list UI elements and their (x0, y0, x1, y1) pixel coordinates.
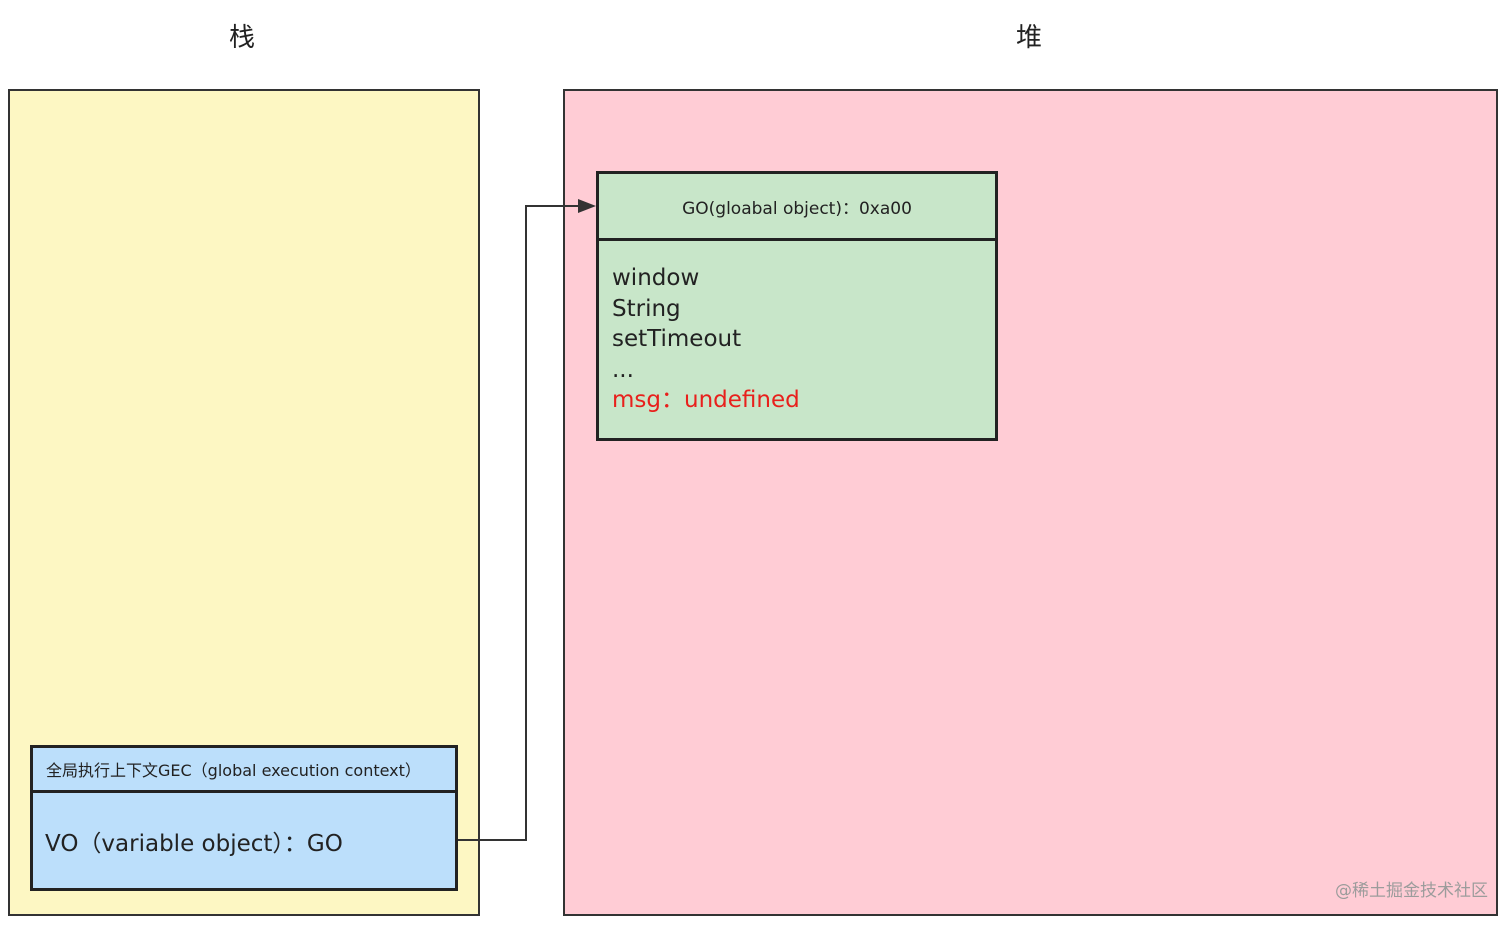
global-object-title: GO(gloabal object)：0xa00 (599, 174, 995, 241)
global-object-body: window String setTimeout ... msg：undefin… (599, 241, 995, 416)
global-object-item: String (612, 295, 681, 322)
heap-heading: 堆 (1016, 23, 1043, 53)
global-execution-context-title: 全局执行上下文GEC（global execution context） (33, 748, 455, 793)
global-object-item-msg: msg：undefined (612, 387, 800, 413)
global-object-item: window (612, 265, 700, 291)
variable-object-label: VO（variable object）：GO (45, 830, 343, 857)
global-object-box: GO(gloabal object)：0xa00 window String s… (596, 171, 998, 441)
watermark: @稀土掘金技术社区 (1335, 881, 1488, 901)
stack-heading: 栈 (229, 23, 256, 53)
global-object-item: setTimeout (612, 326, 742, 352)
global-execution-context-box: 全局执行上下文GEC（global execution context） VO（… (30, 745, 458, 891)
global-object-item: ... (612, 356, 634, 383)
